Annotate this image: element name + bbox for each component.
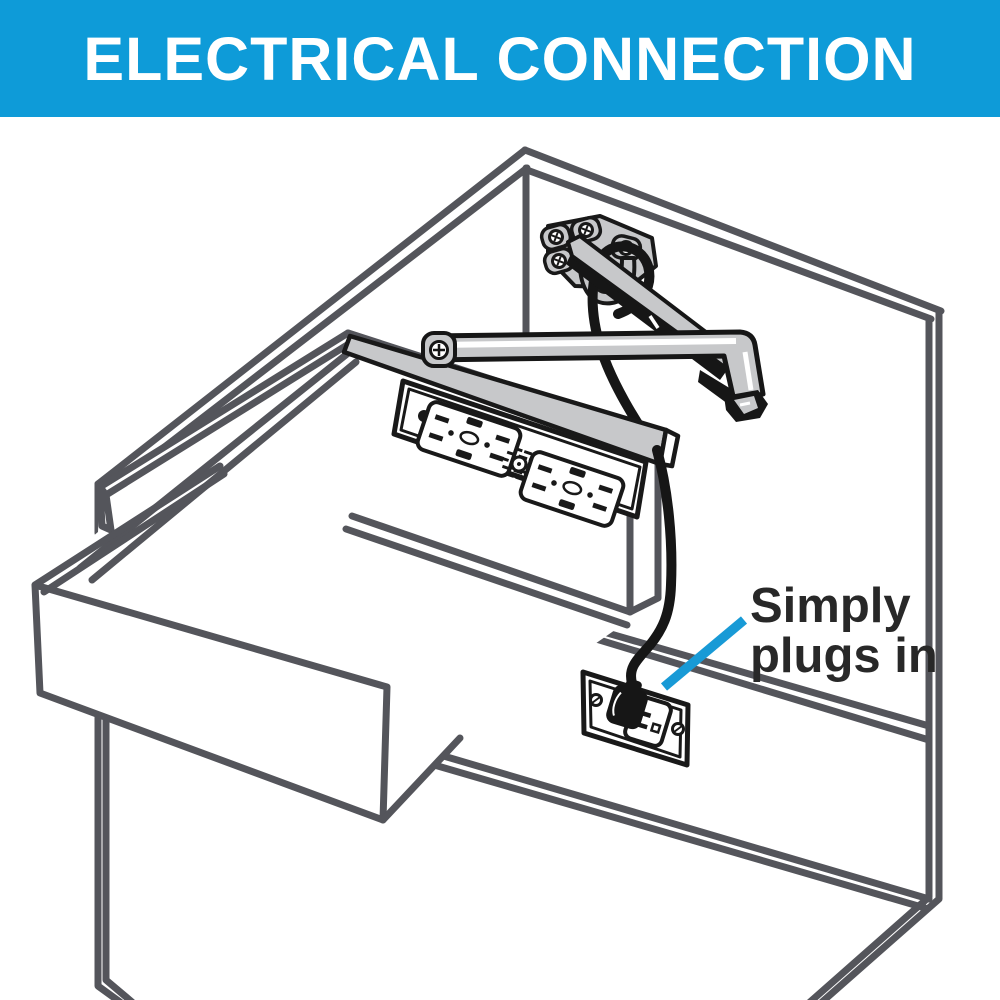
arm-pivot-screw [421, 331, 457, 368]
strip-logo [501, 446, 537, 482]
header-banner: ELECTRICAL CONNECTION [0, 0, 1000, 117]
arm-foot [724, 390, 768, 422]
callout: Simply plugs in [660, 579, 938, 691]
wall-outlet-screws [589, 693, 685, 736]
power-plug [606, 678, 648, 730]
callout-pointer-line [660, 616, 748, 691]
power-cord-lower [626, 445, 677, 688]
page-title: ELECTRICAL CONNECTION [83, 24, 917, 93]
outlet-strip [391, 378, 649, 528]
callout-text-line1: Simply [750, 579, 911, 633]
callout-text-line2: plugs in [750, 629, 938, 683]
strip-outlet-module-right [518, 450, 626, 528]
articulating-arm-bar [421, 329, 768, 422]
wall-outlet [580, 669, 691, 768]
